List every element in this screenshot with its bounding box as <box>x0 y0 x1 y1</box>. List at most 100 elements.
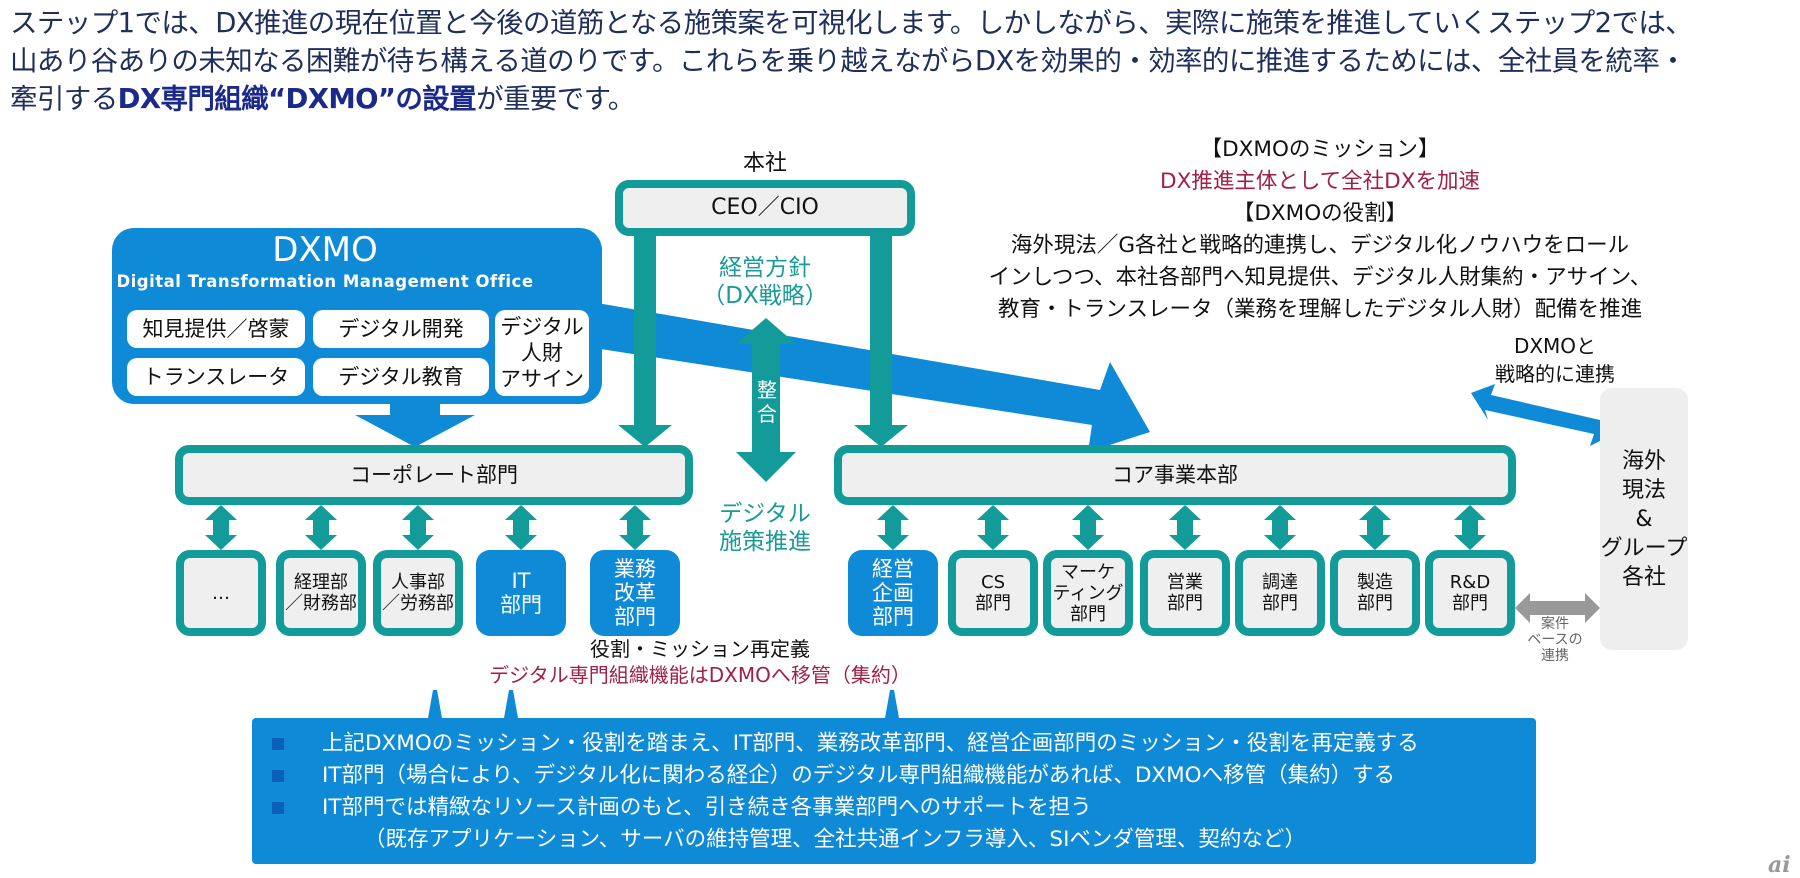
corporate-dept-box[interactable]: … <box>176 550 266 636</box>
partner-line-2: 戦略的に連携 <box>1495 362 1615 386</box>
dept-line1: 調達 <box>1262 572 1298 593</box>
digital-line-1: デジタル <box>719 501 811 527</box>
ceo-cio-box[interactable]: CEO／CIO <box>615 180 915 236</box>
digital-line-2: 施策推進 <box>719 529 811 555</box>
bullet-text: IT部門（場合により、デジタル化に関わる経企）のデジタル専門組織機能があれば、D… <box>322 763 1396 788</box>
hq-label: 本社 <box>742 151 787 176</box>
corporate-division-bar[interactable]: コーポレート部門 <box>175 445 693 505</box>
bullet-panel: 上記DXMOのミッション・役割を踏まえ、IT部門、業務改革部門、経営企画部門のミ… <box>252 718 1536 864</box>
dept-line1: マーケ <box>1060 561 1115 583</box>
dept-line3: 部門 <box>614 605 656 629</box>
alignment-label: 整合 <box>757 378 777 426</box>
dept-line2: ／財務部 <box>285 593 357 614</box>
connector-bpr <box>504 690 518 718</box>
dept-line1: 業務 <box>614 557 656 581</box>
dxmo-mission-block: 【DXMOのミッション】 DX推進主体として全社DXを加速 【DXMOの役割】 … <box>960 134 1680 326</box>
corporate-dept-box[interactable]: 経理部／財務部 <box>276 550 366 636</box>
overseas-line-3: & <box>1635 506 1653 532</box>
dept-line2: 企画 <box>872 581 914 605</box>
core-dept-label: 経営企画部門 <box>872 557 914 629</box>
dept-line2: ／労務部 <box>382 593 454 614</box>
corporate-dept-double-arrow <box>205 505 237 550</box>
dept-line1: 経営 <box>872 557 914 581</box>
bullet-sub-note: （既存アプリケーション、サーバの維持管理、全社共通インフラ導入、SIベンダ管理、… <box>364 827 1306 852</box>
core-dept-double-arrow <box>1169 505 1201 550</box>
dept-line2: 改革 <box>614 581 656 605</box>
core-dept-label: 調達部門 <box>1262 572 1298 614</box>
role-header: 【DXMOの役割】 <box>1232 201 1408 226</box>
core-dept-double-arrow <box>1359 505 1391 550</box>
talent-line-3: アサイン <box>500 367 584 391</box>
corporate-dept-label: 業務改革部門 <box>614 557 656 629</box>
dept-line3: 部門 <box>1069 603 1106 625</box>
core-dept-label: 営業部門 <box>1167 572 1203 614</box>
role-line-1: 海外現法／G各社と戦略的連携し、デジタル化ノウハウをロール <box>1010 233 1630 258</box>
core-dept-box[interactable]: 製造部門 <box>1330 550 1420 636</box>
ceo-to-core-arrow <box>854 225 908 447</box>
dept-line1: CS <box>981 572 1005 593</box>
core-dept-double-arrow <box>1454 505 1486 550</box>
dxmo-title: DXMO <box>272 230 378 270</box>
dxmo-subtitle: Digital Transformation Management Office <box>116 272 534 291</box>
core-dept-label: 製造部門 <box>1357 572 1393 614</box>
overseas-line-2: 現法 <box>1621 477 1666 503</box>
dept-line1: 人事部 <box>391 572 445 593</box>
corporate-dept-box[interactable]: 人事部／労務部 <box>373 550 463 636</box>
role-line-3: 教育・トランスレータ（業務を理解したデジタル人財）配備を推進 <box>997 297 1643 322</box>
management-policy-label: 経営方針 （DX戦略） <box>690 254 840 310</box>
overseas-line-4: グループ <box>1600 535 1688 561</box>
core-dept-label: マーケティング部門 <box>1053 562 1124 625</box>
dept-line1: … <box>212 582 230 604</box>
redefine-line-1: 役割・ミッション再定義 <box>590 637 810 661</box>
dept-line2: 部門 <box>1167 593 1203 614</box>
dept-line2: 部門 <box>500 593 542 617</box>
dxmo-function-knowledge: 知見提供／啓蒙 <box>127 310 305 348</box>
core-dept-box[interactable]: 営業部門 <box>1140 550 1230 636</box>
overseas-group-box[interactable]: 海外 現法 & グループ 各社 <box>1600 388 1688 650</box>
corporate-dept-label: 人事部／労務部 <box>382 572 454 614</box>
dept-line1: 営業 <box>1167 572 1203 593</box>
corporate-dept-label: 経理部／財務部 <box>285 572 357 614</box>
core-dept-double-arrow <box>1264 505 1296 550</box>
core-dept-arrows <box>877 505 1486 550</box>
dept-line2: ティング <box>1052 582 1124 604</box>
case-line-2: ベースの <box>1527 632 1583 648</box>
core-dept-box[interactable]: マーケティング部門 <box>1043 550 1133 636</box>
role-line-2: インしつつ、本社各部門へ知見提供、デジタル人財集約・アサイン、 <box>988 265 1652 290</box>
corporate-dept-box[interactable]: 業務改革部門 <box>590 550 680 636</box>
core-dept-box[interactable]: 調達部門 <box>1235 550 1325 636</box>
corporate-dept-double-arrow <box>402 505 434 550</box>
bullet-text: 上記DXMOのミッション・役割を踏まえ、IT部門、業務改革部門、経営企画部門のミ… <box>322 731 1419 756</box>
redefine-note: 役割・ミッション再定義 デジタル専門組織機能はDXMOへ移管（集約） <box>400 636 1000 688</box>
talent-line-1: デジタル <box>500 315 584 339</box>
strategic-partnership-label: DXMOと 戦略的に連携 <box>1480 332 1630 388</box>
dept-line2: 部門 <box>1262 593 1298 614</box>
connector-it <box>428 690 442 718</box>
core-dept-box[interactable]: 経営企画部門 <box>848 550 938 636</box>
core-business-bar[interactable]: コア事業本部 <box>834 445 1516 505</box>
dxmo-function-talent-assign: デジタル 人財 アサイン <box>495 310 589 396</box>
connector-planning <box>885 690 899 718</box>
case-based-label: 案件 ベースの 連携 <box>1520 616 1590 664</box>
intro-line-3: 牽引するDX専門組織“DXMO”の設置が重要です。 <box>10 80 1800 118</box>
mission-text: DX推進主体として全社DXを加速 <box>1160 169 1480 194</box>
intro-line-3-pre: 牽引する <box>10 83 118 115</box>
dxmo-to-corporate-arrow <box>355 400 475 447</box>
case-line-1: 案件 <box>1541 616 1569 632</box>
dxmo-function-education: デジタル教育 <box>313 358 489 396</box>
bullet-item: IT部門（場合により、デジタル化に関わる経企）のデジタル専門組織機能があれば、D… <box>272 760 1536 792</box>
intro-line-2: 山あり谷ありの未知なる困難が待ち構える道のりです。これらを乗り越えながらDXを効… <box>10 45 1687 77</box>
bullet-item: IT部門では精緻なリソース計画のもと、引き続き各事業部門へのサポートを担う <box>272 792 1536 824</box>
core-dept-double-arrow <box>977 505 1009 550</box>
overseas-line-5: 各社 <box>1621 564 1666 590</box>
dept-line1: 経理部 <box>294 572 348 593</box>
dept-line2: 部門 <box>1357 593 1393 614</box>
intro-line-3-post: が重要です。 <box>476 83 635 115</box>
partner-line-1: DXMOと <box>1513 334 1597 358</box>
